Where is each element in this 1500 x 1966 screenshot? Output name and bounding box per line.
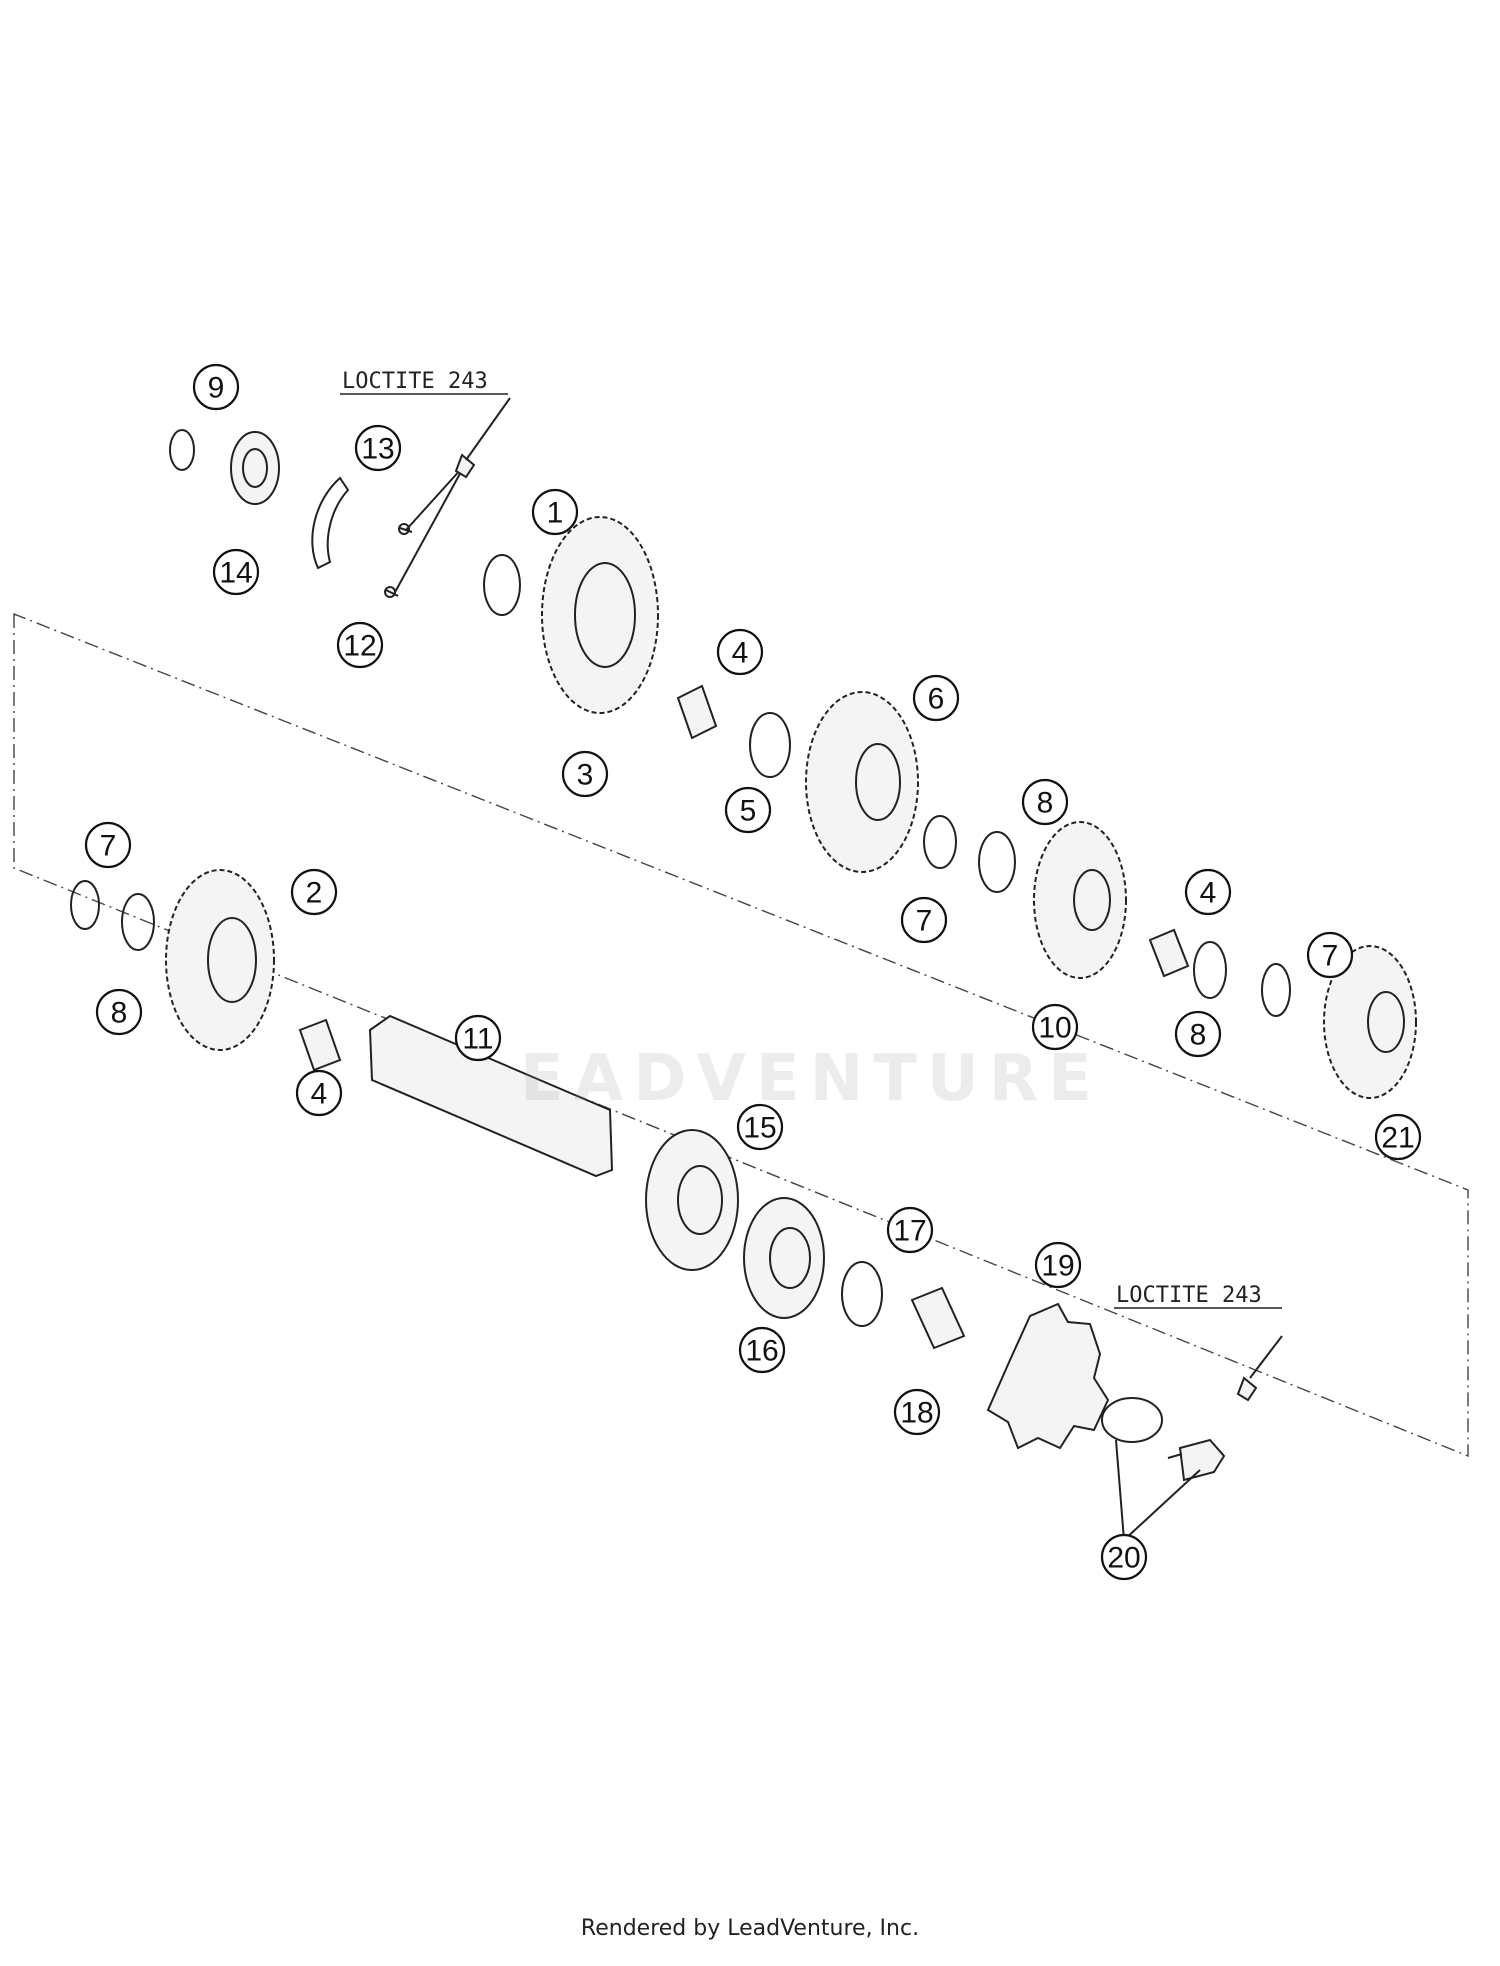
footer-credit: Rendered by LeadVenture, Inc.: [580, 1916, 920, 1941]
callout-8-left: 8: [95, 988, 143, 1036]
note-loctite-upper: LOCTITE 243: [340, 369, 508, 395]
loctite-label-lower: LOCTITE 243: [1116, 1283, 1262, 1308]
callout-17: 17: [886, 1206, 934, 1254]
svg-text:8: 8: [1037, 787, 1054, 820]
part-4-bushing-right: [1148, 928, 1190, 978]
part-4-bushing-upper: [676, 684, 718, 740]
callout-1: 1: [531, 488, 579, 536]
callout-16: 16: [738, 1326, 786, 1374]
svg-text:3: 3: [577, 759, 594, 792]
part-3-gear: [541, 516, 659, 714]
part-9-circlip: [169, 429, 195, 471]
part-7-circlip-a: [923, 815, 957, 869]
loctite-label-upper: LOCTITE 243: [342, 369, 488, 394]
callout-11: 11: [454, 1014, 502, 1062]
callout-13: 13: [354, 424, 402, 472]
svg-text:8: 8: [111, 997, 128, 1030]
part-7-circlip-b: [1261, 963, 1291, 1017]
part-7-circlip-c: [70, 880, 100, 930]
callout-12: 12: [336, 621, 384, 669]
svg-text:2: 2: [306, 877, 323, 910]
callout-4-left: 4: [295, 1069, 343, 1117]
svg-text:4: 4: [732, 637, 749, 670]
part-20-bolt: [1167, 1438, 1226, 1482]
svg-text:5: 5: [740, 795, 757, 828]
assembly-boundary: [13, 612, 1469, 1458]
part-8-washer-c: [121, 893, 155, 951]
callout-14: 14: [212, 548, 260, 596]
callout-8-upper: 8: [1021, 778, 1069, 826]
part-loctite-drop-lower: [1236, 1376, 1258, 1402]
svg-text:4: 4: [1200, 877, 1217, 910]
svg-text:7: 7: [1322, 940, 1339, 973]
callout-4-right: 4: [1184, 868, 1232, 916]
svg-text:6: 6: [928, 683, 945, 716]
svg-text:19: 19: [1041, 1250, 1074, 1283]
callout-18: 18: [893, 1388, 941, 1436]
svg-text:16: 16: [745, 1335, 778, 1368]
callout-2: 2: [290, 868, 338, 916]
part-11-shaft: [368, 1014, 614, 1178]
svg-text:20: 20: [1107, 1542, 1140, 1575]
part-17-o-ring: [841, 1261, 883, 1327]
part-2-gear: [165, 869, 275, 1051]
svg-text:17: 17: [893, 1215, 926, 1248]
callout-15: 15: [736, 1103, 784, 1151]
callout-21: 21: [1374, 1113, 1422, 1161]
callout-8-right: 8: [1174, 1010, 1222, 1058]
part-4-bushing-left: [298, 1018, 342, 1072]
part-8-washer-a: [978, 831, 1016, 893]
svg-text:11: 11: [462, 1023, 493, 1056]
callout-7-right: 7: [1306, 931, 1354, 979]
svg-text:1: 1: [547, 497, 564, 530]
svg-text:9: 9: [208, 372, 225, 405]
part-19-sprocket: [986, 1302, 1110, 1450]
callout-10: 10: [1031, 1003, 1079, 1051]
callout-4-upper: 4: [716, 628, 764, 676]
part-6-gear: [805, 691, 919, 873]
part-8-washer-b: [1193, 941, 1227, 999]
callout-19: 19: [1034, 1241, 1082, 1289]
part-14-bearing: [230, 431, 280, 505]
part-10-gear: [1033, 821, 1127, 979]
part-21-gear: [1323, 945, 1417, 1099]
part-18-spacer: [910, 1286, 966, 1350]
svg-text:14: 14: [219, 557, 252, 590]
svg-text:10: 10: [1038, 1012, 1071, 1045]
part-washer-upper: [483, 554, 521, 616]
svg-text:13: 13: [361, 433, 394, 466]
callout-9: 9: [192, 363, 240, 411]
callout-3: 3: [561, 750, 609, 798]
svg-text:15: 15: [743, 1112, 776, 1145]
svg-text:18: 18: [900, 1397, 933, 1430]
part-16-seal: [743, 1197, 825, 1319]
svg-text:21: 21: [1381, 1122, 1414, 1155]
part-12-screws: [384, 397, 511, 598]
callout-20: 20: [1100, 1533, 1148, 1581]
note-loctite-lower: LOCTITE 243: [1114, 1283, 1282, 1309]
part-5-washer: [749, 712, 791, 778]
svg-text:7: 7: [100, 830, 117, 863]
part-13-retainer: [311, 476, 350, 570]
callout-5: 5: [724, 786, 772, 834]
svg-text:7: 7: [916, 905, 933, 938]
callout-6: 6: [912, 674, 960, 722]
svg-text:12: 12: [343, 630, 376, 663]
part-20-washer: [1101, 1397, 1163, 1443]
svg-text:4: 4: [311, 1078, 328, 1111]
svg-text:8: 8: [1190, 1019, 1207, 1052]
callout-7-upper: 7: [900, 896, 948, 944]
part-15-bearing: [645, 1129, 739, 1271]
watermark: EADVENTURE: [520, 1042, 1102, 1116]
callout-7-left: 7: [84, 821, 132, 869]
